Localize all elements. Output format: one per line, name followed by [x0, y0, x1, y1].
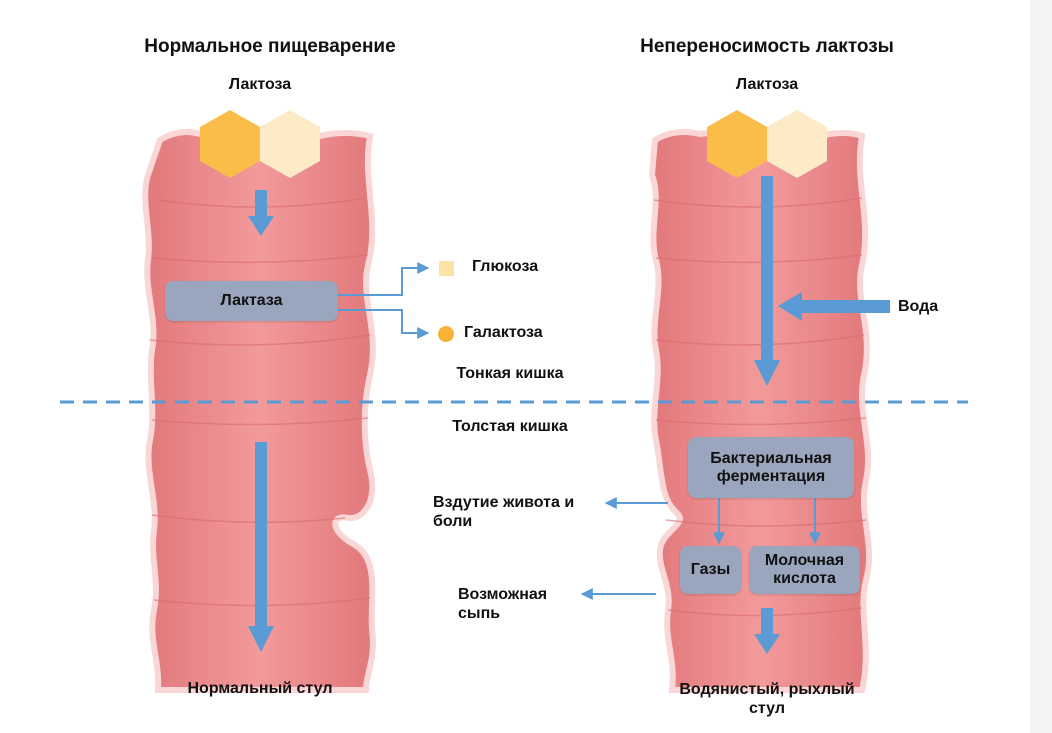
left-arrow-top — [248, 190, 274, 236]
lactase-connectors — [338, 262, 430, 339]
large-intestine-label: Толстая кишка — [452, 418, 568, 435]
right-title: Непереносимость лактозы — [640, 36, 894, 57]
right-arrow-long — [754, 176, 780, 386]
right-outcome-label: Водянистый, рыхлый стул — [679, 681, 855, 717]
left-outcome-label: Нормальный стул — [187, 680, 333, 697]
glucose-icon — [439, 261, 454, 276]
water-arrow — [778, 292, 890, 321]
lactose-left-icon — [200, 110, 320, 178]
water-label: Вода — [898, 298, 939, 315]
bloating-label: Вздутие живота и боли — [433, 494, 575, 530]
lactose-right-icon — [707, 110, 827, 178]
right-edge-strip — [1030, 0, 1052, 733]
gases-box: Газы — [680, 546, 741, 594]
right-lactose-label: Лактоза — [735, 76, 799, 93]
glucose-label: Глюкоза — [472, 258, 539, 275]
right-arrow-bottom — [754, 608, 780, 654]
rash-label: Возможная сыпь — [458, 586, 548, 622]
fermentation-connectors — [580, 497, 821, 600]
left-title: Нормальное пищеварение — [144, 36, 396, 57]
left-lactose-label: Лактоза — [228, 76, 292, 93]
lactase-box: Лактаза — [165, 281, 338, 321]
galactose-icon — [438, 326, 454, 342]
galactose-label: Галактоза — [464, 324, 543, 341]
small-intestine-label: Тонкая кишка — [456, 365, 564, 382]
right-intestine — [648, 127, 873, 693]
left-arrow-long — [248, 442, 274, 652]
fermentation-box: Бактериальная ферментация — [688, 437, 854, 498]
lactic-acid-box: Молочная кислота — [749, 546, 860, 594]
